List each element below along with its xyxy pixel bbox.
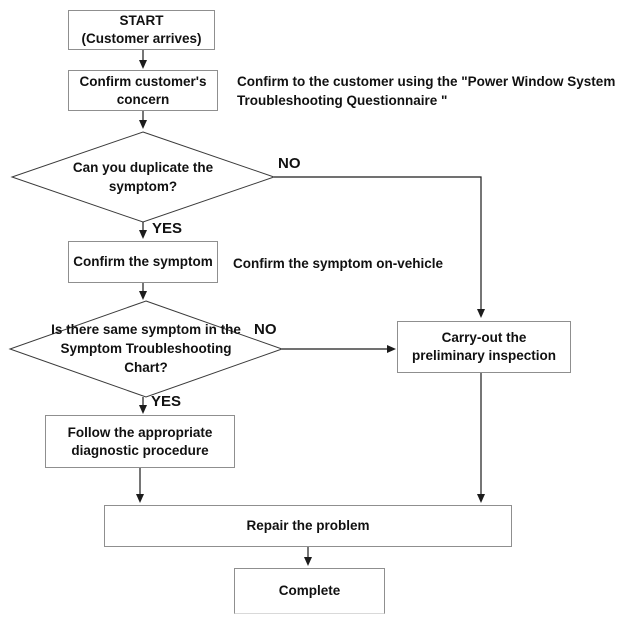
edge-label-yes-1: YES xyxy=(152,220,183,237)
on-vehicle-annotation: Confirm the symptom on-vehicle xyxy=(233,256,444,271)
start-node: START (Customer arrives) xyxy=(68,10,215,50)
node-label-line: diagnostic procedure xyxy=(71,442,209,458)
node-label-line: concern xyxy=(116,91,170,107)
confirm-concern-node: Confirm customer's concern xyxy=(68,70,218,111)
node-label-line: Confirm customer's xyxy=(79,73,207,89)
edge-label-no-1: NO xyxy=(278,155,301,172)
node-label-line: Symptom Troubleshooting xyxy=(60,341,232,356)
flow-arrowheads xyxy=(136,60,485,566)
edge-label-yes-2: YES xyxy=(151,393,182,410)
annotation-line: Troubleshooting Questionnaire " xyxy=(237,93,448,108)
node-label-line: Can you duplicate the xyxy=(72,160,214,175)
node-label-line: Complete xyxy=(278,583,341,598)
confirm-symptom-node: Confirm the symptom xyxy=(68,241,218,283)
follow-procedure-node: Follow the appropriate diagnostic proced… xyxy=(45,415,235,468)
complete-node: Complete xyxy=(234,568,385,614)
node-label-line: symptom? xyxy=(108,179,178,194)
node-label-line: START xyxy=(119,13,164,28)
node-label-line: Repair the problem xyxy=(246,518,370,533)
annotation-line: Confirm to the customer using the "Power… xyxy=(237,74,616,89)
node-label-line: Is there same symptom in the xyxy=(51,322,241,337)
node-label-line: Confirm the symptom xyxy=(73,254,213,269)
node-label-line: preliminary inspection xyxy=(411,348,557,363)
repair-problem-node: Repair the problem xyxy=(104,505,512,547)
node-label-line: Follow the appropriate xyxy=(67,424,213,440)
node-label-line: Chart? xyxy=(124,360,168,375)
node-label-line: (Customer arrives) xyxy=(81,31,202,46)
same-symptom-decision-label: Is there same symptom in the Symptom Tro… xyxy=(46,320,246,377)
questionnaire-annotation: Confirm to the customer using the "Power… xyxy=(237,72,615,110)
carry-out-inspection-node: Carry-out the preliminary inspection xyxy=(397,321,571,373)
duplicate-symptom-decision-label: Can you duplicate the symptom? xyxy=(43,158,243,196)
node-label-line: Carry-out the xyxy=(441,330,527,345)
edge-label-no-2: NO xyxy=(254,321,277,338)
flow-lines xyxy=(139,50,482,563)
